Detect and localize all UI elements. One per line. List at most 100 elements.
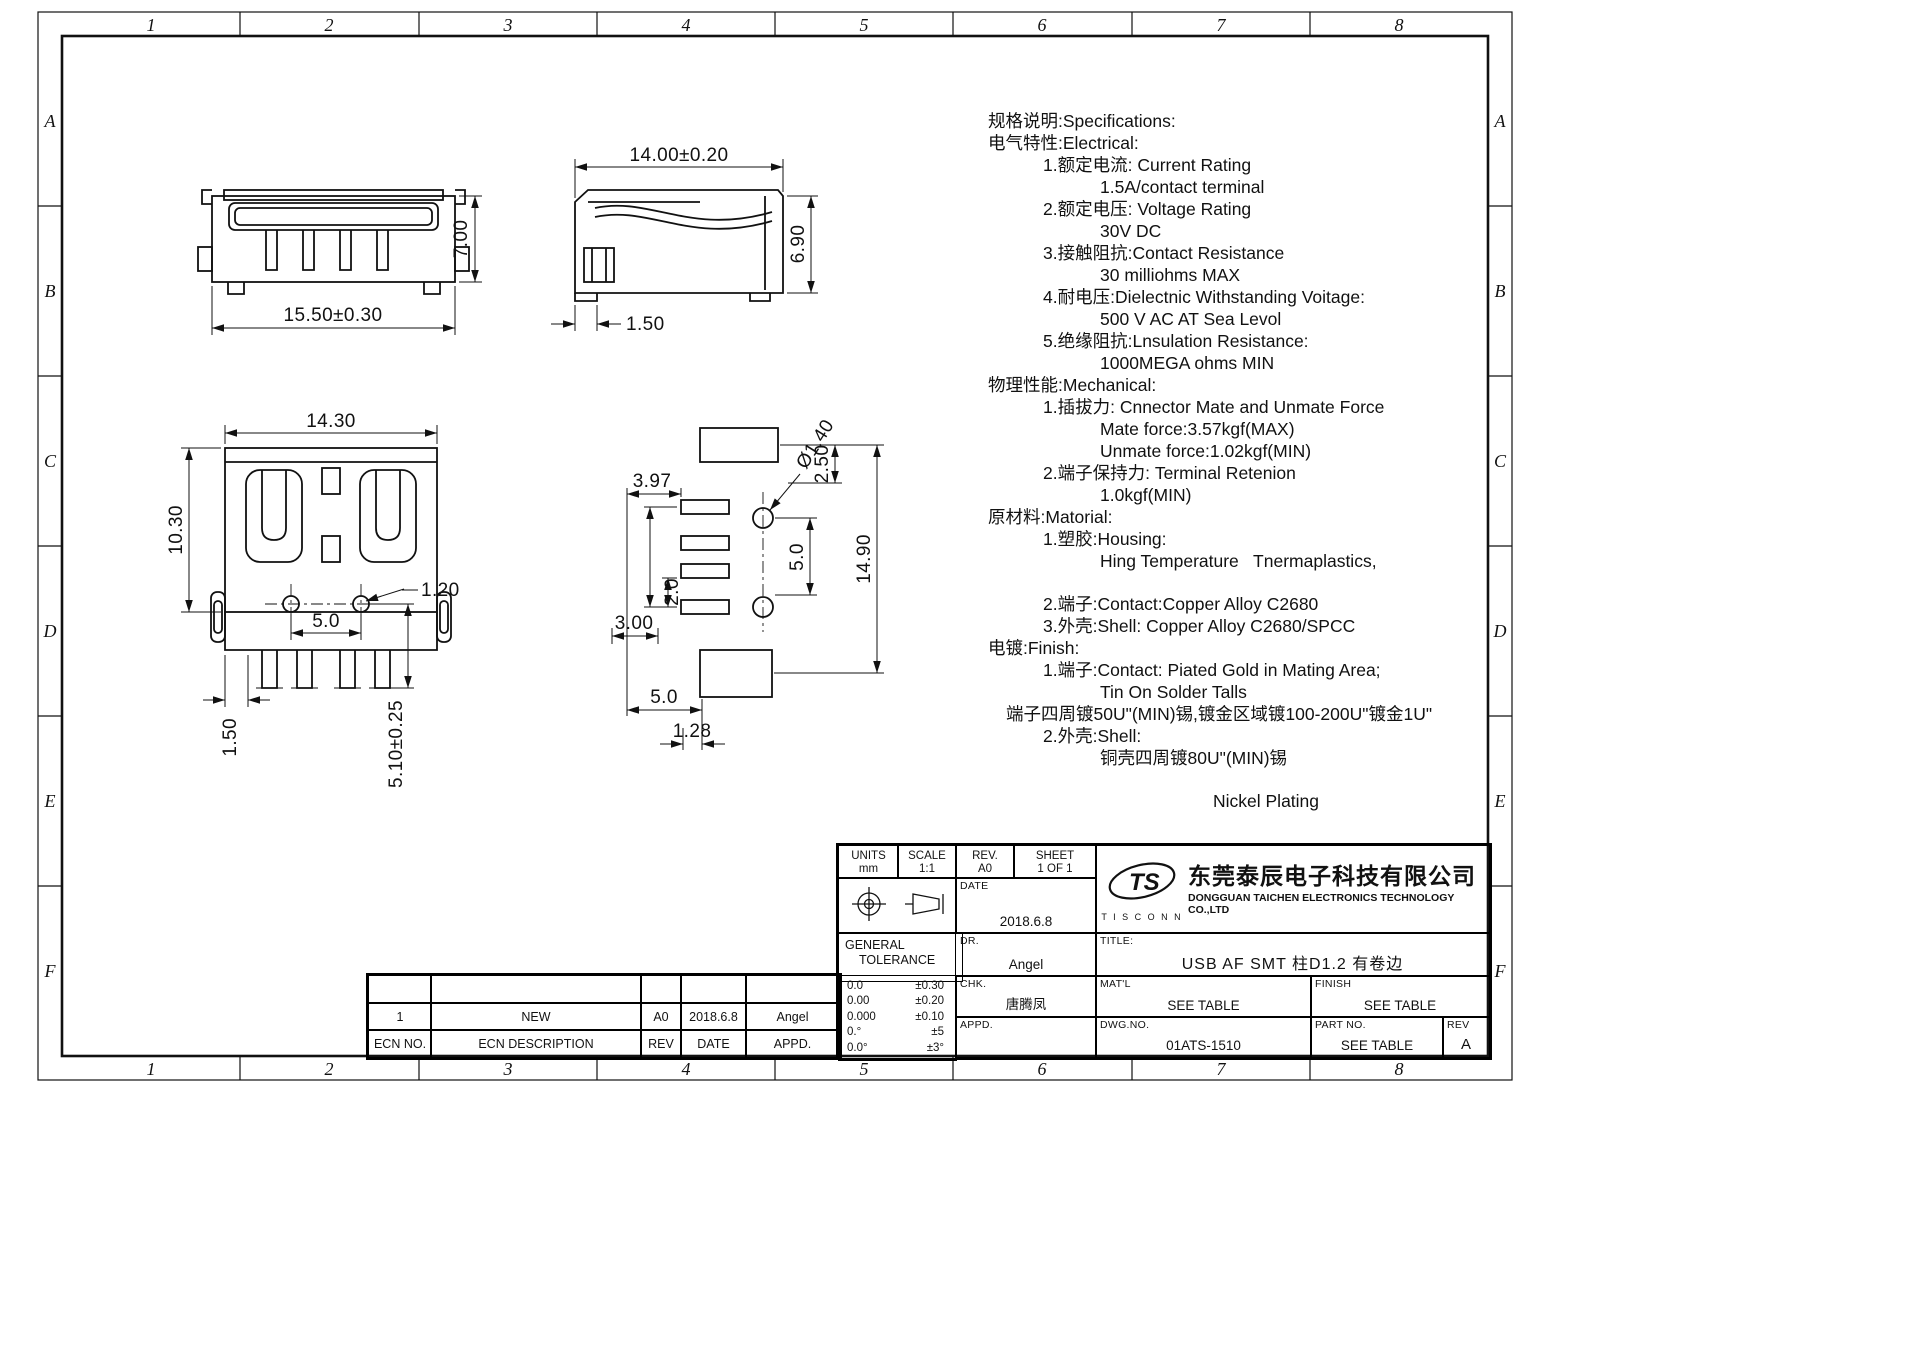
rev-label: REV. [972,849,998,862]
spec-line: 30 milliohms MAX [1100,265,1241,285]
date-value: 2018.6.8 [999,914,1053,929]
scale-value: 1:1 [919,862,935,875]
dim-top-hole-dia: 1.20 [421,580,460,601]
partno-cell: PART NO. SEE TABLE [1310,1016,1444,1058]
chk-value: 唐腾凤 [1005,997,1047,1012]
ecn-header: ECN DESCRIPTION [430,1029,642,1058]
dim-fp-pad-offset: 3.97 [633,471,672,492]
units-value: mm [858,862,879,875]
spec-line: 2.额定电压: Voltage Rating [1043,199,1252,219]
dr-cell: DR. Angel [955,932,1097,977]
tolerance-row: 0.° ±5 [839,1025,956,1040]
zone-col-label: 8 [1395,15,1404,35]
zone-row-label: A [44,111,57,131]
specifications-block: 规格说明:Specifications: 电气特性:Electrical: 1.… [988,110,1508,812]
spec-line: 原材料:Matorial: [988,507,1113,527]
zone-row-label: D [43,621,57,641]
logo-ts-text: TS [1129,869,1160,896]
dim-fp-pad-span: 7.0 [0,0,14,5]
zone-row-label: F [44,961,57,981]
zone-col-label: 7 [1217,1059,1227,1079]
dwgno-label: DWG.NO. [1100,1019,1150,1031]
partno-label: PART NO. [1315,1019,1366,1031]
dim-fp-pitch-a: 2.50 [812,445,833,484]
zone-col-label: 2 [325,1059,334,1079]
spec-line: Nickel Plating [1213,791,1320,811]
tol-nominal: 0.0° [847,1041,868,1054]
general-label: GENERAL [845,938,905,952]
spec-line: 1.端子:Contact: Piated Gold in Mating Area… [1043,660,1381,680]
ecn-cell [430,975,642,1004]
tolerance-row: 0.0 ±0.30 [839,979,956,994]
rev-final-value: A [1460,1036,1471,1053]
title-cell: TITLE: USB AF SMT 柱D1.2 有卷边 [1095,932,1490,977]
top-view-dims [181,425,438,707]
spec-line: Tin On Solder Talls [1100,682,1247,702]
company-names: 东莞泰辰电子科技有限公司 DONGGUAN TAICHEN ELECTRONIC… [1188,863,1489,916]
tol-value: ±0.30 [915,980,944,992]
ecn-cell [680,975,747,1004]
ecn-header: REV [640,1029,682,1058]
matl-label: MAT'L [1100,978,1131,990]
zone-col-label: 2 [325,15,334,35]
dr-label: DR. [960,935,979,947]
projection-symbol-icon [852,887,944,921]
tol-value: ±5 [931,1026,944,1039]
sheet-label: SHEET [1035,849,1075,862]
date-label: DATE [960,880,989,892]
title-value: USB AF SMT 柱D1.2 有卷边 [1181,956,1404,973]
spec-line: 5.绝缘阻抗:Lnsulation Resistance: [1043,331,1309,351]
rev-cell: REV. A0 [955,845,1015,879]
sheet-cell: SHEET 1 OF 1 [1013,845,1097,879]
drawing-canvas: 1 2 3 4 5 6 7 8 1 2 3 4 5 6 7 8 A B C D … [0,0,1513,1081]
zone-col-label: 6 [1038,15,1047,35]
zone-col-label: 8 [1395,1059,1404,1079]
dwgno-cell: DWG.NO. 01ATS-1510 [1095,1016,1312,1058]
dim-top-height: 10.30 [166,505,187,555]
zone-row-label: E [44,791,56,811]
logo-name: T I S C O N N [1101,911,1183,922]
side-view-dims [551,159,818,331]
company-logo: TS T I S C O N N [1096,858,1188,922]
scale-cell: SCALE 1:1 [897,845,957,879]
footprint-view [680,427,779,698]
matl-value: SEE TABLE [1167,998,1240,1013]
ecn-header: APPD. [745,1029,840,1058]
tolerance-row: 0.0° ±3° [839,1041,956,1056]
ecn-cell: Angel [745,1002,840,1031]
title-label: TITLE: [1100,935,1134,947]
zone-col-label: 7 [1217,15,1227,35]
zone-row-label: F [1494,961,1507,981]
zone-col-label: 4 [682,1059,691,1079]
zone-labels: 1 2 3 4 5 6 7 8 1 2 3 4 5 6 7 8 A B C D … [43,15,1507,1079]
partno-value: SEE TABLE [1340,1038,1414,1053]
tol-nominal: 0.000 [847,1010,876,1023]
spec-line: 2.端子:Contact:Copper Alloy C2680 [1043,594,1319,614]
tol-value: ±3° [926,1041,944,1054]
ecn-cell: 1 [368,1002,432,1031]
spec-line: 物理性能:Mechanical: [988,375,1157,395]
tol-value: ±0.20 [915,995,944,1008]
zone-row-label: C [44,451,57,471]
spec-line: 铜壳四周镀80U"(MIN)锡 [1100,748,1288,768]
ecn-cell [745,975,840,1004]
zone-col-label: 5 [860,1059,869,1079]
dr-value: Angel [1008,957,1044,972]
dim-top-width: 14.30 [306,411,356,432]
dim-fp-pitch-b: 5.0 [787,543,808,571]
tol-nominal: 0.0 [847,980,863,992]
ecn-cell: A0 [640,1002,682,1031]
date-cell: DATE 2018.6.8 [955,877,1097,934]
spec-line: Unmate force:1.02kgf(MIN) [1100,441,1312,461]
zone-col-label: 1 [147,1059,156,1079]
company-cell: TS T I S C O N N 东莞泰辰电子科技有限公司 DONGGUAN T… [1095,845,1490,934]
zone-col-label: 3 [503,15,513,35]
tisconn-logo-icon: TS [1108,861,1176,900]
units-label: UNITS [851,849,886,862]
front-view-dims [211,195,482,335]
zone-col-label: 5 [860,15,869,35]
dwgno-value: 01ATS-1510 [1166,1038,1241,1053]
zone-row-label: B [45,281,56,301]
ecn-header: DATE [680,1029,747,1058]
